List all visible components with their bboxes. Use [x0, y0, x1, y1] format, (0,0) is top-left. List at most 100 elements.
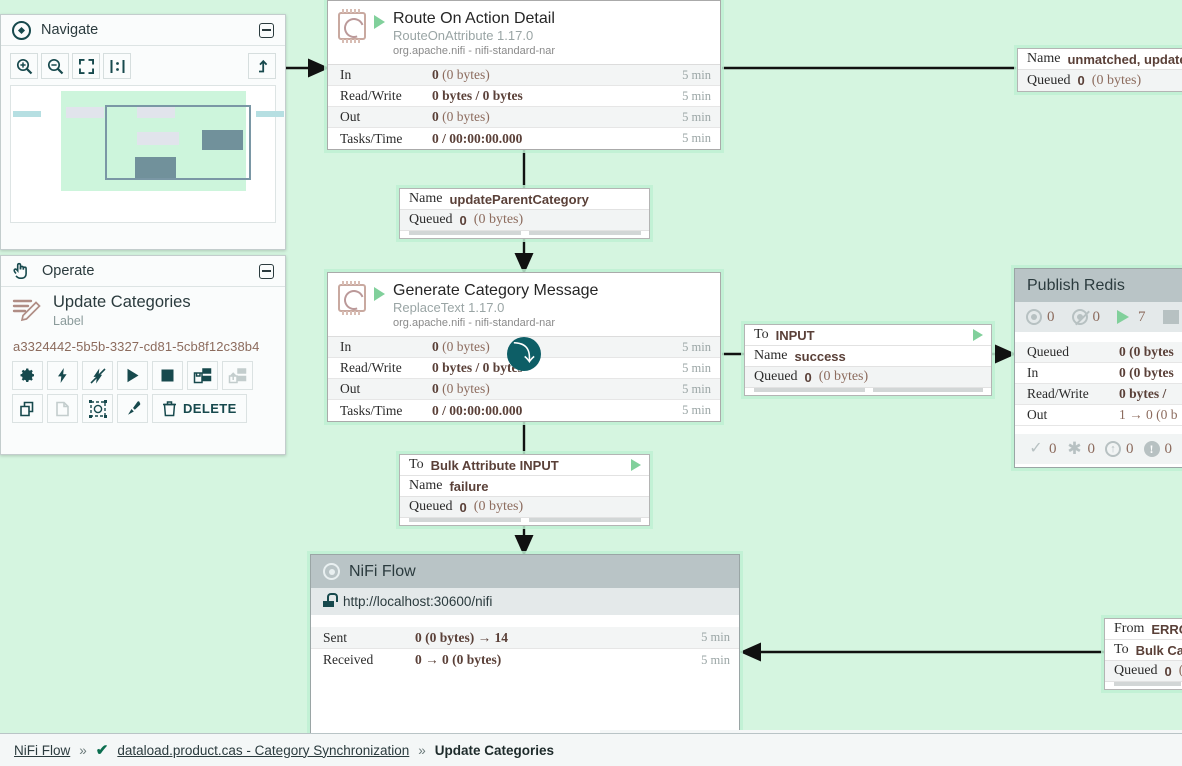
run-status-icon [374, 287, 385, 301]
connection-row: Queued 0 (0 bytes) [400, 497, 649, 518]
connection-key: Name [1027, 51, 1061, 66]
processor-type: RouteOnAttribute 1.17.0 [393, 28, 534, 43]
stat-time: 5 min [682, 381, 711, 396]
processor-name: Generate Category Message [393, 282, 599, 299]
navigate-panel-header: Navigate [1, 15, 285, 46]
processor-type: ReplaceText 1.17.0 [393, 300, 505, 315]
connection-key: Name [409, 191, 443, 206]
drag-drop-cursor-icon: ⤵ [507, 337, 541, 371]
connection-row: From ERRO [1105, 619, 1182, 640]
stat-label: Sent [323, 629, 348, 645]
transmitting-count: 0 [1047, 308, 1055, 325]
disabled-icon: ✱ [1067, 439, 1082, 458]
process-group-title: NiFi Flow [349, 562, 416, 580]
connection-value: 0 [459, 212, 467, 228]
connection-key: Name [409, 478, 443, 493]
connection-suffix: (0 bytes) [818, 369, 869, 384]
copy-button[interactable] [12, 394, 43, 423]
delete-button[interactable]: DELETE [152, 394, 247, 423]
navigate-toolbar[interactable] [1, 46, 285, 85]
process-group-header: Publish Redis [1015, 269, 1182, 302]
breadcrumb-middle[interactable]: dataload.product.cas - Category Synchron… [117, 742, 410, 758]
processor-generate-category-message[interactable]: Generate Category Message ReplaceText 1.… [327, 272, 721, 422]
processor-icon [338, 9, 366, 43]
leave-group-button[interactable] [248, 53, 276, 79]
stat-label: Out [1027, 407, 1048, 422]
change-color-button[interactable] [117, 394, 148, 423]
connection-row: Name failure [400, 476, 649, 497]
connection-suffix: (0 bytes) [473, 212, 524, 227]
stat-time: 5 min [682, 131, 711, 145]
queue-bars [400, 231, 649, 238]
valid-count: 0 [1049, 440, 1057, 457]
connection-error-to-bulk-cat[interactable]: From ERRO To Bulk Cat Queued 0 ( [1104, 618, 1182, 690]
connection-row: Queued 0 (0 bytes) [745, 367, 991, 388]
fit-to-screen-button[interactable] [72, 53, 100, 79]
queue-bars [400, 518, 649, 525]
process-group-url: http://localhost:30600/nifi [343, 594, 493, 609]
stat-label: In [340, 67, 352, 82]
process-group-publish-redis[interactable]: Publish Redis 0 0 7 0 Queued 0 (0 bytes … [1014, 268, 1182, 468]
stat-value: 0 (0 bytes [1119, 344, 1174, 359]
connection-value: Bulk Cat [1135, 642, 1182, 658]
start-button[interactable] [117, 361, 148, 390]
navigate-minimap[interactable] [10, 85, 284, 223]
connection-value: Bulk Attribute INPUT [430, 457, 559, 473]
stat-label: Read/Write [340, 88, 402, 103]
upload-template-button[interactable] [222, 361, 253, 390]
connection-suffix: ( [1179, 663, 1182, 679]
connection-key: Queued [754, 369, 798, 384]
running-count: 7 [1138, 308, 1146, 325]
connection-row: Queued 0 (0 bytes) [1018, 70, 1182, 91]
connection-unmatched-update[interactable]: Name unmatched, update Queued 0 (0 bytes… [1017, 48, 1182, 92]
connection-row: Queued 0 ( [1105, 661, 1182, 682]
connection-value: success [794, 348, 846, 364]
collapse-operate-button[interactable] [259, 263, 274, 279]
connection-update-parent-category[interactable]: Name updateParentCategory Queued 0 (0 by… [399, 188, 650, 239]
not-transmitting-icon [1071, 309, 1088, 325]
zoom-out-button[interactable] [41, 53, 69, 79]
connection-value: 0 [459, 499, 467, 515]
connection-value: failure [449, 478, 489, 494]
enable-button[interactable] [47, 361, 78, 390]
connection-failure-to-bulk-attribute[interactable]: To Bulk Attribute INPUT Name failure Que… [399, 454, 650, 526]
stat-row: Received 0 → 0 (0 bytes) 5 min [311, 649, 739, 671]
operate-buttons[interactable]: DELETE [12, 361, 274, 423]
breadcrumb-separator: » [79, 742, 87, 758]
zoom-in-button[interactable] [10, 53, 38, 79]
stat-value: 0 (0 bytes) [432, 339, 490, 354]
connection-success-to-input[interactable]: To INPUT Name success Queued 0 (0 bytes) [744, 324, 992, 396]
collapse-navigate-button[interactable] [259, 22, 274, 38]
stat-label: Out [340, 381, 361, 396]
operate-panel[interactable]: Operate Update Categories Label [0, 255, 286, 455]
breadcrumb-root[interactable]: NiFi Flow [14, 742, 71, 758]
stat-label: Tasks/Time [340, 402, 403, 418]
stat-row: In 0 (0 bytes) 5 min [328, 65, 720, 86]
breadcrumb[interactable]: NiFi Flow » ✔ dataload.product.cas - Cat… [0, 733, 1182, 766]
connection-value: INPUT [775, 327, 815, 343]
connection-row: To Bulk Cat [1105, 640, 1182, 661]
stat-row: Read/Write 0 bytes / 0 bytes 5 min [328, 358, 720, 379]
invalid-icon: ! [1143, 441, 1160, 457]
connection-row: Name unmatched, update [1018, 49, 1182, 70]
navigate-panel[interactable]: Navigate [0, 14, 286, 250]
process-group-nifi-flow[interactable]: NiFi Flow http://localhost:30600/nifi Se… [310, 554, 740, 734]
configure-button[interactable] [12, 361, 43, 390]
paste-button[interactable] [47, 394, 78, 423]
stat-value: 0 (0 bytes) → 14 [415, 629, 508, 645]
processor-route-on-action-detail[interactable]: Route On Action Detail RouteOnAttribute … [327, 0, 721, 150]
breadcrumb-separator: » [418, 742, 426, 758]
operate-component-id: a3324442-5b5b-3327-cd81-5cb8f12c38b4 [13, 339, 260, 354]
stat-time: 5 min [682, 88, 711, 103]
create-template-button[interactable] [187, 361, 218, 390]
queue-bars [1105, 682, 1182, 689]
not-transmitting-count: 0 [1092, 308, 1101, 325]
actual-size-button[interactable] [103, 53, 131, 79]
stat-value: 0 / 00:00:00.000 [432, 402, 523, 418]
group-button[interactable] [82, 394, 113, 423]
stat-label: Tasks/Time [340, 130, 403, 146]
disable-button[interactable] [82, 361, 113, 390]
stop-button[interactable] [152, 361, 183, 390]
hand-pointer-icon [12, 262, 32, 280]
